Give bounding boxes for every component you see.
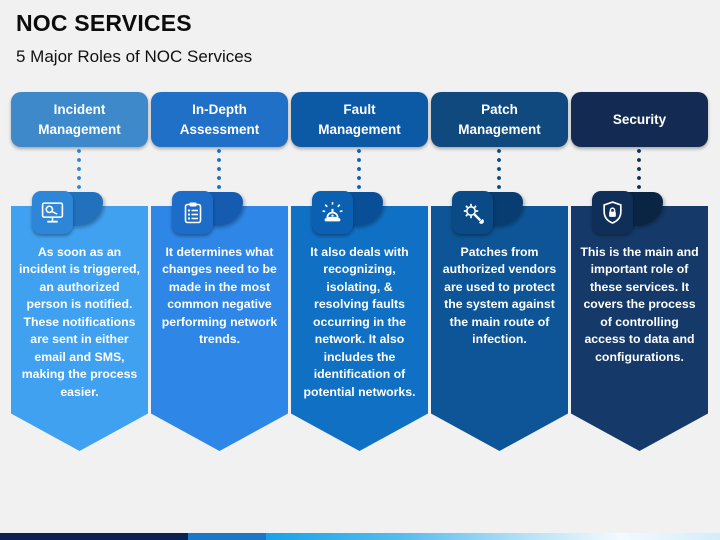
- banner-panel: Patches from authorized vendors are used…: [431, 206, 568, 451]
- dotted-connector: [216, 147, 222, 192]
- column-header-label: Security: [612, 111, 667, 127]
- column-fault-management: Fault Management It also deals wi: [291, 0, 428, 540]
- column-patch-management: Patch Management Patches: [431, 0, 568, 540]
- dotted-connector: [636, 147, 642, 192]
- role-description: It also deals with recognizing, isolatin…: [303, 245, 416, 399]
- page-title: NOC SERVICES: [16, 10, 192, 36]
- page-subtitle: 5 Major Roles of NOC Services: [16, 47, 253, 66]
- icon-badge: [592, 191, 633, 234]
- icon-badge: [312, 191, 353, 234]
- role-description: Patches from authorized vendors are used…: [442, 245, 557, 347]
- footer-bar-navy-segment: [0, 533, 188, 540]
- column-header: Patch Management: [431, 92, 568, 147]
- role-description: It determines what changes need to be ma…: [161, 245, 278, 347]
- monitor-search-icon: [40, 200, 65, 225]
- column-header: Incident Management: [11, 92, 148, 147]
- column-header: In-Depth Assessment: [151, 92, 288, 147]
- footer-bar-gradient-segment: [266, 533, 720, 540]
- banner-panel: It determines what changes need to be ma…: [151, 206, 288, 451]
- dotted-connector: [76, 147, 82, 192]
- banner-panel: It also deals with recognizing, isolatin…: [291, 206, 428, 451]
- column-header-label: Patch Management: [458, 101, 541, 137]
- clipboard-checklist-icon: [181, 201, 205, 225]
- gear-wrench-icon: [461, 201, 485, 225]
- column-incident-management: Incident Management As soon as an incide…: [11, 0, 148, 540]
- dotted-connector: [356, 147, 362, 192]
- footer-bar-blue-segment: [188, 533, 266, 540]
- role-description: This is the main and important role of t…: [580, 245, 699, 364]
- column-header: Fault Management: [291, 92, 428, 147]
- banner-panel: This is the main and important role of t…: [571, 206, 708, 451]
- alarm-siren-icon: [320, 200, 345, 225]
- icon-badge: [172, 191, 213, 234]
- banner-panel: As soon as an incident is triggered, an …: [11, 206, 148, 451]
- column-in-depth-assessment: In-Depth Assessment It determines what c…: [151, 0, 288, 540]
- column-header: Security: [571, 92, 708, 147]
- column-header-label: In-Depth Assessment: [179, 101, 260, 137]
- column-header-label: Incident Management: [38, 101, 121, 137]
- role-description: As soon as an incident is triggered, an …: [19, 245, 140, 399]
- shield-lock-icon: [600, 200, 625, 225]
- column-header-label: Fault Management: [318, 101, 401, 137]
- column-security: Security This is the main and important …: [571, 0, 708, 540]
- dotted-connector: [496, 147, 502, 192]
- icon-badge: [32, 191, 73, 234]
- icon-badge: [452, 191, 493, 234]
